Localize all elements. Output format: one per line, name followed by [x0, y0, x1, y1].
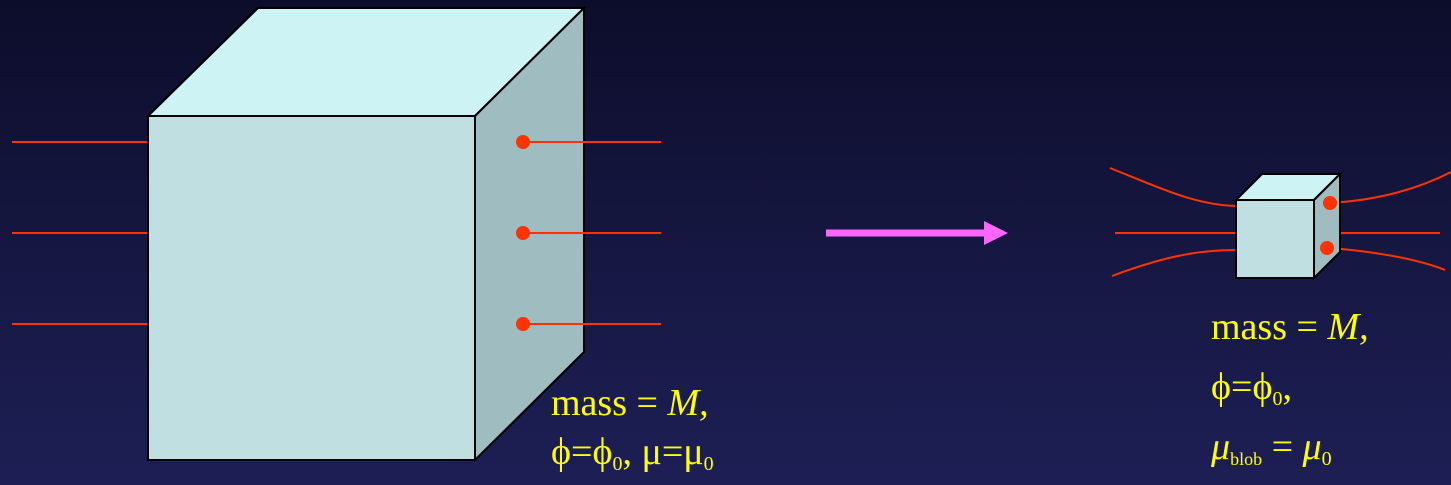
phi-symbol: ϕ [551, 431, 572, 473]
mass-symbol: M, [667, 382, 709, 424]
mu0-subscript: 0 [703, 453, 714, 475]
small-cube-field-label: ϕ=ϕ0, [1211, 366, 1292, 409]
equals-sign: = [1231, 366, 1253, 408]
equals-sign: = [1262, 426, 1303, 468]
mass-prefix: mass = [1211, 306, 1328, 348]
mu-symbol: μ [641, 431, 662, 473]
field-line-dot [1323, 196, 1337, 210]
arrow-head [984, 221, 1008, 245]
field-line [1109, 167, 1237, 207]
large-cube-field-label: ϕ=ϕ0, μ=μ0 [551, 431, 714, 474]
mu0-base: μ [683, 431, 704, 473]
field-line [1329, 171, 1451, 204]
field-line-dot [1320, 241, 1334, 255]
trailing-comma: , [1282, 366, 1292, 408]
mu0-subscript: 0 [1321, 448, 1332, 470]
field-line-dot [516, 226, 530, 240]
mu-blob-subscript: blob [1230, 449, 1263, 469]
mass-symbol: M, [1327, 306, 1369, 348]
small-cube-mass-label: mass = M, [1211, 308, 1369, 346]
large-cube-mass-label: mass = M, [551, 384, 709, 422]
phi0-subscript: 0 [612, 453, 623, 475]
phi0-subscript: 0 [1272, 388, 1283, 410]
small-cube-front-face [1235, 199, 1315, 279]
mu-blob-base: μ [1211, 426, 1231, 468]
field-line [1329, 247, 1446, 271]
small-cube-mu-label: μblob = μ0 [1211, 426, 1332, 469]
phi-symbol: ϕ [1211, 366, 1232, 408]
large-cube-front-face [147, 115, 476, 461]
field-line-dot [516, 135, 530, 149]
phi0-base: ϕ [592, 431, 613, 473]
large-cube-left-field-lines [12, 141, 150, 325]
equals-sign: = [661, 431, 684, 473]
mass-prefix: mass = [551, 382, 668, 424]
phi0-base: ϕ [1252, 366, 1273, 408]
transition-arrow [826, 221, 1008, 245]
small-cube-field-lines [1109, 167, 1451, 277]
equals-sign: = [571, 431, 593, 473]
field-line-dot [516, 317, 530, 331]
small-cube [1233, 171, 1343, 281]
mu0-base: μ [1302, 426, 1322, 468]
field-line [1111, 249, 1237, 277]
separator: , [622, 431, 642, 473]
large-cube [145, 5, 587, 463]
large-cube-right-field-lines [516, 135, 661, 331]
